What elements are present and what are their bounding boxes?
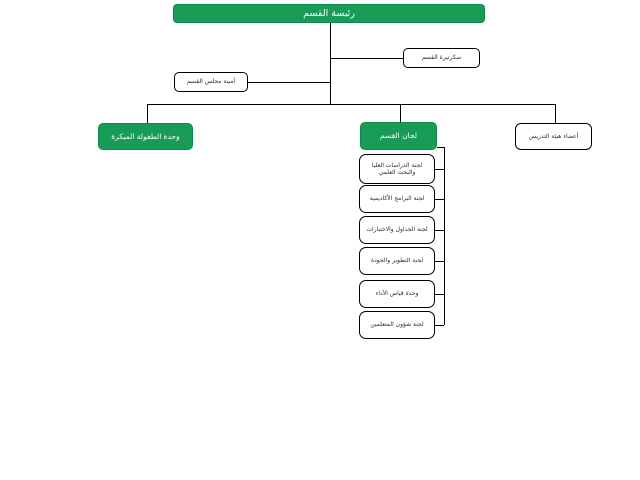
- connector-drop-unit: [147, 104, 148, 123]
- connector-drop-committees: [400, 104, 401, 122]
- node-committee-academic-programs: لجنة البرامج الأكاديمية: [359, 185, 435, 213]
- node-department-committees: لجان القسم: [360, 122, 437, 150]
- connector-committees-out: [437, 147, 445, 148]
- connector-committees-spine: [444, 147, 445, 325]
- node-committee-learners-affairs: لجنة شؤون المتعلمين: [359, 311, 435, 339]
- connector-committee-stub: [435, 230, 444, 231]
- node-early-childhood-unit: وحدة الطفولة المبكرة: [98, 123, 193, 150]
- connector-trunk: [330, 23, 331, 104]
- node-performance-measurement-unit: وحدة قياس الأداء: [359, 280, 435, 308]
- connector-committee-stub: [435, 199, 444, 200]
- connector-committee-stub: [435, 169, 444, 170]
- connector-committee-stub: [435, 261, 444, 262]
- connector-secretary: [330, 58, 403, 59]
- node-committee-graduate-studies: لجنة الدراسات العليا والبحث العلمي: [359, 154, 435, 184]
- node-faculty-members: أعضاء هيئة التدريس: [515, 123, 592, 150]
- node-department-secretary: سكرتيرة القسم: [403, 48, 480, 68]
- connector-distribution: [147, 104, 555, 105]
- node-council-secretary: أمينة مجلس القسم: [174, 72, 248, 92]
- connector-drop-faculty: [555, 104, 556, 123]
- node-department-head: رئيسة القسم: [173, 4, 485, 23]
- node-committee-development-quality: لجنة التطوير والجودة: [359, 247, 435, 275]
- connector-committee-stub: [435, 325, 444, 326]
- connector-council-secretary: [248, 82, 330, 83]
- node-committee-schedules-exams: لجنة الجداول والاختبارات: [359, 216, 435, 244]
- connector-committee-stub: [435, 294, 444, 295]
